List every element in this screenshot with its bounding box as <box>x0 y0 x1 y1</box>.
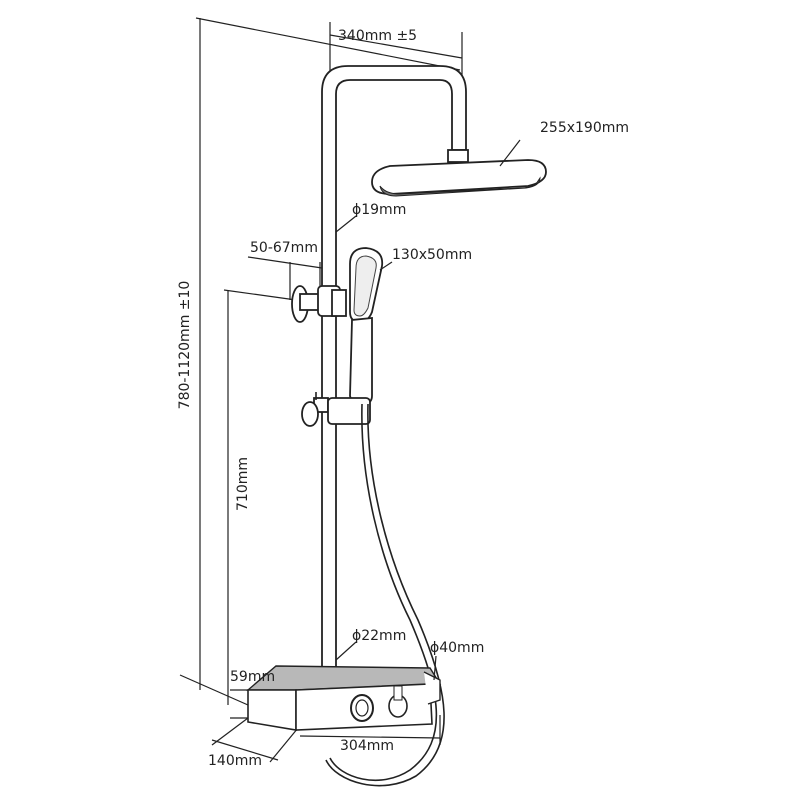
label-total-height: 780-1120mm ±10 <box>177 281 193 410</box>
shelf-width-dimension <box>299 735 441 739</box>
height-bottom-extension <box>179 674 249 706</box>
label-wall-offset: 50-67mm <box>250 240 318 256</box>
hand-shower <box>331 247 384 405</box>
outlet-connector <box>423 671 441 705</box>
offset-dimension-line <box>247 256 323 269</box>
leader-handset-size <box>379 261 393 271</box>
handset-handle <box>349 317 373 405</box>
leader-head-size <box>499 139 521 167</box>
label-shelf-depth: 140mm <box>208 753 262 769</box>
flow-knob-lever <box>393 685 403 701</box>
label-arm-length: 340mm ±5 <box>338 28 417 44</box>
shelf-depth-extension-b <box>269 727 299 763</box>
label-lower-pipe-diameter: ϕ22mm <box>352 628 406 644</box>
shelf-depth-dimension <box>211 739 279 761</box>
label-head-size: 255x190mm <box>540 120 629 136</box>
label-holder-height: 710mm <box>235 457 251 511</box>
label-handset-size: 130x50mm <box>392 247 472 263</box>
leader-outlet <box>433 655 437 681</box>
head-top <box>371 159 547 195</box>
slider-knob <box>301 401 319 427</box>
head-bottom <box>379 176 541 197</box>
label-shelf-width: 304mm <box>340 738 394 754</box>
shelf-left-side <box>247 689 297 731</box>
label-shelf-height: 59mm <box>230 669 275 685</box>
arm-dimension-line <box>329 34 463 59</box>
holder-top-extension <box>223 289 297 301</box>
height-top-extension <box>195 17 461 71</box>
rain-shower-head <box>371 149 547 197</box>
head-connector <box>447 149 469 163</box>
temperature-knob-cap <box>355 699 369 717</box>
label-rail-diameter: ϕ19mm <box>352 202 406 218</box>
slider-holder <box>301 392 371 427</box>
thermostatic-shelf <box>246 665 442 731</box>
slider-body <box>327 397 371 425</box>
handset-holder-clip <box>331 289 347 317</box>
handset-face <box>353 255 377 317</box>
leader-lower-pipe <box>335 641 357 661</box>
riser-rail <box>321 65 467 691</box>
label-outlet-diameter: ϕ40mm <box>430 640 484 656</box>
leader-rail-diameter <box>335 215 357 233</box>
shelf-depth-extension-a <box>211 717 249 746</box>
